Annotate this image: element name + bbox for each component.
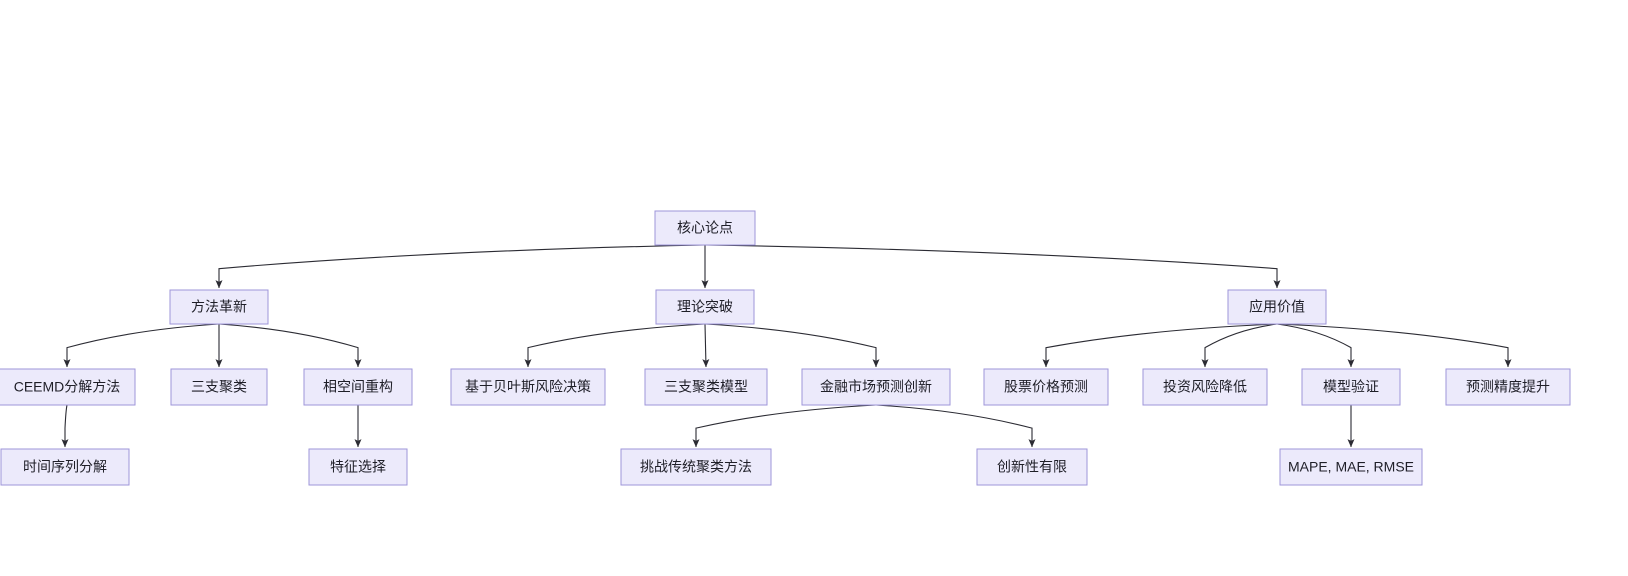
node-label-d5: MAPE, MAE, RMSE bbox=[1288, 459, 1414, 475]
node-box-d4[interactable] bbox=[976, 448, 1088, 486]
edge-root-to-b3 bbox=[704, 244, 1281, 289]
node-label-c6: 金融市场预测创新 bbox=[820, 379, 932, 395]
node-d1[interactable]: 时间序列分解 bbox=[0, 448, 130, 486]
node-label-d4: 创新性有限 bbox=[997, 459, 1067, 475]
node-label-c8: 投资风险降低 bbox=[1163, 379, 1247, 395]
node-box-c3[interactable] bbox=[303, 368, 413, 406]
node-box-b3[interactable] bbox=[1227, 289, 1327, 325]
node-d2[interactable]: 特征选择 bbox=[308, 448, 408, 486]
node-box-c9[interactable] bbox=[1301, 368, 1401, 406]
node-label-c5: 三支聚类模型 bbox=[664, 379, 748, 395]
edge-b2-to-c5 bbox=[702, 323, 710, 368]
node-b1[interactable]: 方法革新 bbox=[169, 289, 269, 325]
node-label-c7: 股票价格预测 bbox=[1004, 379, 1088, 395]
node-box-c10[interactable] bbox=[1445, 368, 1571, 406]
edge-b3-to-c7 bbox=[1042, 323, 1278, 368]
node-box-d3[interactable] bbox=[620, 448, 772, 486]
node-box-c6[interactable] bbox=[801, 368, 951, 406]
node-label-d1: 时间序列分解 bbox=[23, 459, 107, 475]
node-c4[interactable]: 基于贝叶斯风险决策 bbox=[450, 368, 606, 406]
node-box-c2[interactable] bbox=[170, 368, 268, 406]
node-b2[interactable]: 理论突破 bbox=[655, 289, 755, 325]
node-c8[interactable]: 投资风险降低 bbox=[1142, 368, 1268, 406]
node-d4[interactable]: 创新性有限 bbox=[976, 448, 1088, 486]
node-c1[interactable]: CEEMD分解方法 bbox=[0, 368, 136, 406]
node-b3[interactable]: 应用价值 bbox=[1227, 289, 1327, 325]
node-label-b3: 应用价值 bbox=[1249, 299, 1305, 315]
edge-b1-to-c1 bbox=[63, 323, 220, 368]
node-d5[interactable]: MAPE, MAE, RMSE bbox=[1279, 448, 1423, 486]
edge-c6-to-d4 bbox=[875, 404, 1036, 448]
node-box-d1[interactable] bbox=[0, 448, 130, 486]
node-c6[interactable]: 金融市场预测创新 bbox=[801, 368, 951, 406]
node-box-c5[interactable] bbox=[644, 368, 768, 406]
node-box-c1[interactable] bbox=[0, 368, 136, 406]
edge-c6-to-d3 bbox=[692, 404, 877, 448]
node-box-c4[interactable] bbox=[450, 368, 606, 406]
node-box-d5[interactable] bbox=[1279, 448, 1423, 486]
node-label-c3: 相空间重构 bbox=[323, 379, 393, 395]
node-label-d2: 特征选择 bbox=[330, 459, 386, 475]
edge-b3-to-c8 bbox=[1201, 323, 1278, 368]
node-box-b2[interactable] bbox=[655, 289, 755, 325]
node-c9[interactable]: 模型验证 bbox=[1301, 368, 1401, 406]
edge-c1-to-d1 bbox=[61, 404, 69, 448]
node-c10[interactable]: 预测精度提升 bbox=[1445, 368, 1571, 406]
node-box-c8[interactable] bbox=[1142, 368, 1268, 406]
node-c3[interactable]: 相空间重构 bbox=[303, 368, 413, 406]
edge-b2-to-c6 bbox=[704, 323, 880, 368]
node-box-b1[interactable] bbox=[169, 289, 269, 325]
node-label-d3: 挑战传统聚类方法 bbox=[640, 459, 752, 475]
edge-layer bbox=[61, 244, 1512, 448]
node-label-c4: 基于贝叶斯风险决策 bbox=[465, 379, 591, 395]
node-label-root: 核心论点 bbox=[677, 220, 733, 236]
node-label-b1: 方法革新 bbox=[191, 299, 247, 315]
node-c5[interactable]: 三支聚类模型 bbox=[644, 368, 768, 406]
node-box-root[interactable] bbox=[654, 210, 756, 246]
node-root[interactable]: 核心论点 bbox=[654, 210, 756, 246]
node-box-d2[interactable] bbox=[308, 448, 408, 486]
node-c2[interactable]: 三支聚类 bbox=[170, 368, 268, 406]
node-label-c10: 预测精度提升 bbox=[1466, 379, 1550, 395]
node-d3[interactable]: 挑战传统聚类方法 bbox=[620, 448, 772, 486]
node-label-c1: CEEMD分解方法 bbox=[14, 379, 121, 395]
node-c7[interactable]: 股票价格预测 bbox=[983, 368, 1109, 406]
edge-b1-to-c3 bbox=[218, 323, 362, 368]
node-label-c2: 三支聚类 bbox=[191, 379, 247, 395]
edge-b3-to-c9 bbox=[1276, 323, 1355, 368]
edge-b2-to-c4 bbox=[524, 323, 706, 368]
node-box-c7[interactable] bbox=[983, 368, 1109, 406]
node-label-c9: 模型验证 bbox=[1323, 379, 1379, 395]
edge-b3-to-c10 bbox=[1276, 323, 1512, 368]
node-label-b2: 理论突破 bbox=[677, 299, 733, 315]
edge-root-to-b1 bbox=[215, 244, 706, 289]
